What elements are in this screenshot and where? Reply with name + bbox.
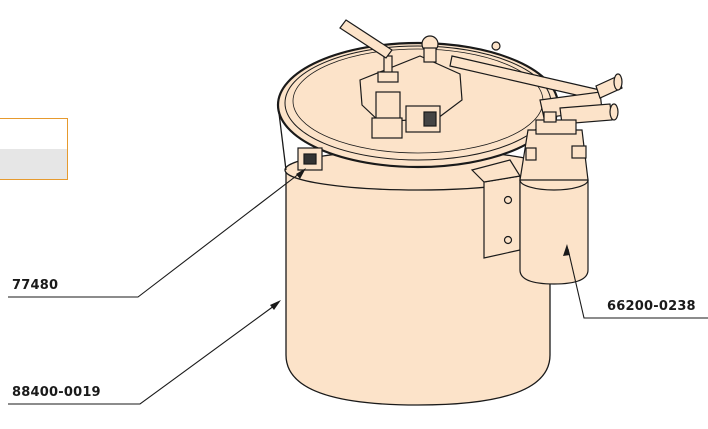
side-panel [0,118,68,180]
callout-88400-0019[interactable]: 88400-0019 [12,385,101,400]
arrow-77480 [296,168,306,179]
pump-assembly [359,35,501,139]
panel-top-row[interactable] [0,119,67,149]
mounting-bracket [470,159,521,259]
arrow-66200-0238 [563,244,570,256]
pipe-lines [339,19,623,125]
callout-77480[interactable]: 77480 [12,278,59,293]
callout-66200-0238[interactable]: 66200-0238 [607,299,696,314]
filter-canister [519,111,589,285]
panel-bottom-row[interactable] [0,149,67,179]
leader-lines [8,169,708,405]
leader-88400-0019 [8,302,279,405]
leader-66200-0238 [567,248,708,319]
arrow-88400-0019 [270,300,281,310]
leader-77480 [8,169,305,298]
lid-clamp [297,147,323,171]
leader-arrowheads [270,168,570,310]
